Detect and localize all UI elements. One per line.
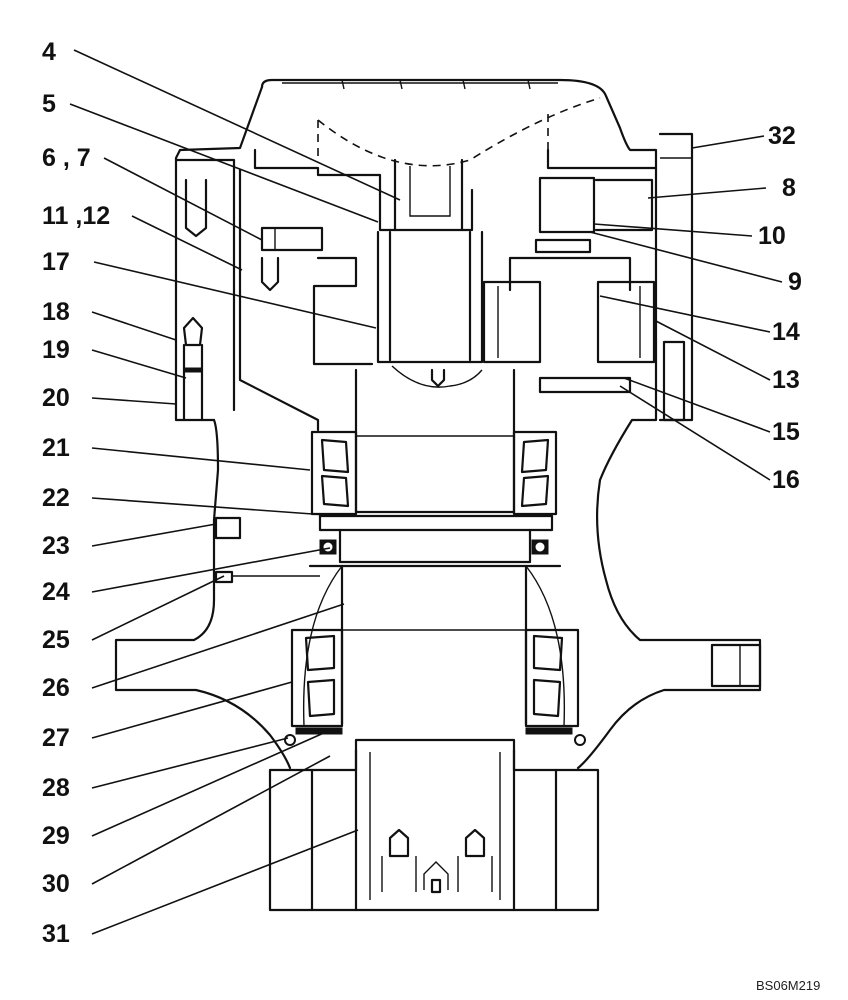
label-4: 4 [42, 38, 56, 66]
label-11-12: 11 ,12 [42, 202, 110, 230]
label-31: 31 [42, 920, 70, 948]
housing-drawing [114, 78, 762, 912]
label-22: 22 [42, 484, 70, 512]
label-28: 28 [42, 774, 70, 802]
label-25: 25 [42, 626, 70, 654]
label-21: 21 [42, 434, 70, 462]
label-20: 20 [42, 384, 70, 412]
part-labels: 4 5 6 , 7 11 ,12 17 18 19 20 21 22 23 24… [42, 38, 802, 948]
label-6-7: 6 , 7 [42, 144, 91, 172]
label-30: 30 [42, 870, 70, 898]
label-26: 26 [42, 674, 70, 702]
label-23: 23 [42, 532, 70, 560]
label-8: 8 [782, 174, 796, 202]
label-27: 27 [42, 724, 70, 752]
label-9: 9 [788, 268, 802, 296]
label-10: 10 [758, 222, 786, 250]
drawing-code: BS06M219 [756, 978, 820, 993]
label-24: 24 [42, 578, 70, 606]
label-14: 14 [772, 318, 800, 346]
label-16: 16 [772, 466, 800, 494]
label-19: 19 [42, 336, 70, 364]
label-18: 18 [42, 298, 70, 326]
label-13: 13 [772, 366, 800, 394]
label-17: 17 [42, 248, 70, 276]
label-15: 15 [772, 418, 800, 446]
leader-lines [69, 49, 783, 935]
label-32: 32 [768, 122, 796, 150]
label-29: 29 [42, 822, 70, 850]
label-5: 5 [42, 90, 56, 118]
